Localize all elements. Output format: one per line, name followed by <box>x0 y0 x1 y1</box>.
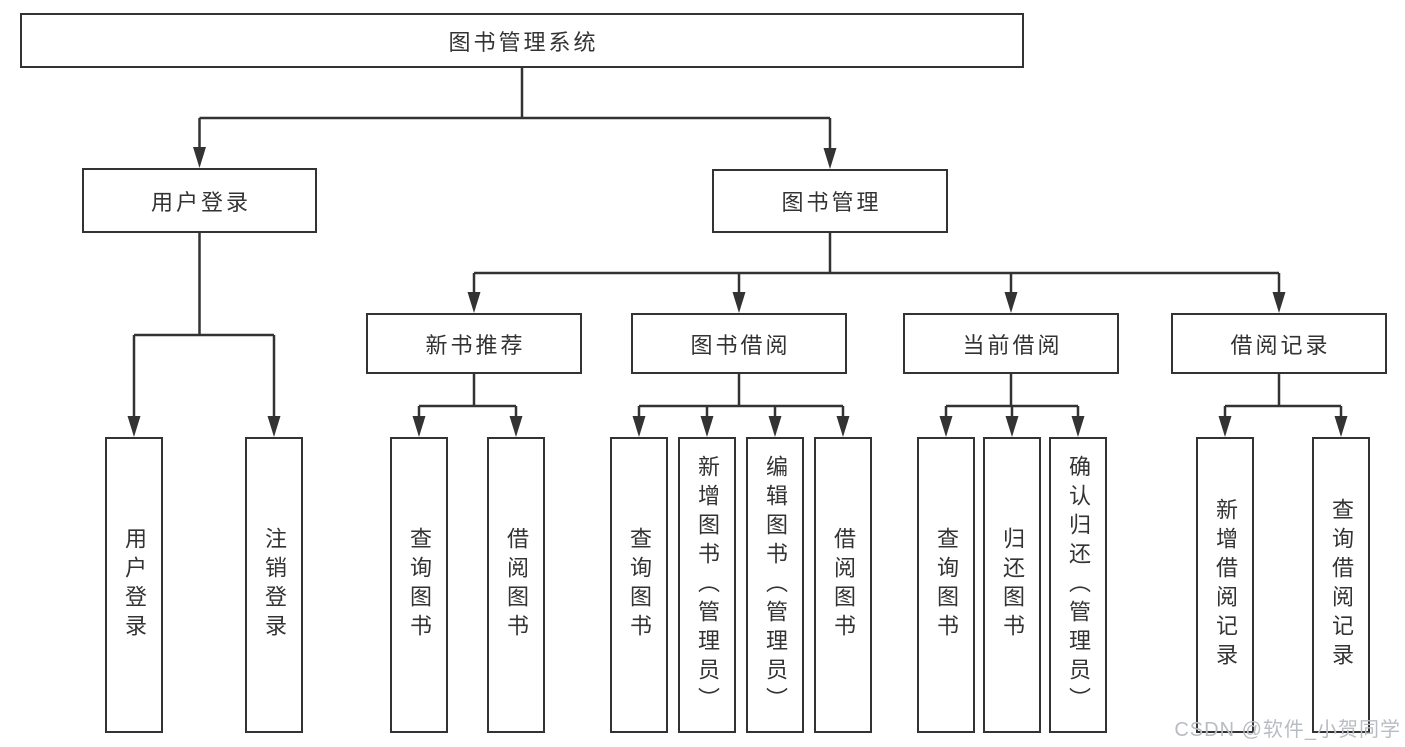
leaf-query-borrow-record: 查询借阅记录 <box>1312 437 1370 733</box>
arrow-down-icon <box>732 292 746 313</box>
arrow-down-icon <box>1004 292 1018 313</box>
node-root: 图书管理系统 <box>20 13 1024 68</box>
arrow-down-icon <box>193 147 206 168</box>
node-book-management: 图书管理 <box>712 169 948 233</box>
arrow-down-icon <box>836 416 850 437</box>
leaf-add-book-admin: 新增图书（管理员） <box>678 437 736 733</box>
leaf-borrow-books-borrow: 借阅图书 <box>814 437 872 733</box>
arrow-down-icon <box>1218 416 1232 437</box>
csdn-watermark: CSDN @软件_小贺同学 <box>1174 719 1401 741</box>
arrow-down-icon <box>127 416 141 437</box>
node-book-borrow: 图书借阅 <box>631 313 847 374</box>
leaf-user-login: 用户登录 <box>105 437 163 733</box>
arrowheads <box>127 147 1348 437</box>
leaf-query-books-recommend: 查询图书 <box>390 437 448 733</box>
leaf-edit-book-admin: 编辑图书（管理员） <box>746 437 804 733</box>
node-borrow-records: 借阅记录 <box>1171 313 1387 374</box>
leaf-return-book: 归还图书 <box>983 437 1041 733</box>
node-new-book-recommend: 新书推荐 <box>366 313 582 374</box>
edge-book-borrow-children <box>637 374 845 418</box>
edge-new-book-children <box>417 374 518 418</box>
leaf-add-borrow-record: 新增借阅记录 <box>1196 437 1254 733</box>
leaf-logout: 注销登录 <box>245 437 303 733</box>
node-current-borrow: 当前借阅 <box>903 313 1119 374</box>
arrow-down-icon <box>768 416 782 437</box>
leaf-confirm-return-admin: 确认归还（管理员） <box>1049 437 1107 733</box>
leaf-query-books-current: 查询图书 <box>917 437 975 733</box>
leaf-borrow-books-recommend: 借阅图书 <box>487 437 545 733</box>
leaf-query-books-borrow: 查询图书 <box>610 437 668 733</box>
edge-current-borrow-children <box>944 374 1080 418</box>
edge-book-mgmt-children <box>472 233 1281 294</box>
arrow-down-icon <box>509 416 523 437</box>
arrow-down-icon <box>467 292 481 313</box>
arrow-down-icon <box>1272 292 1286 313</box>
arrow-down-icon <box>632 416 646 437</box>
arrow-down-icon <box>1005 416 1019 437</box>
arrow-down-icon <box>412 416 426 437</box>
edge-borrow-records-children <box>1223 374 1343 418</box>
arrow-down-icon <box>939 416 953 437</box>
edge-root-to-level2 <box>198 68 832 150</box>
edge-user-login-children <box>132 233 276 418</box>
arrow-down-icon <box>823 148 837 169</box>
node-user-login: 用户登录 <box>82 168 317 233</box>
arrow-down-icon <box>1071 416 1085 437</box>
arrow-down-icon <box>267 416 281 437</box>
arrow-down-icon <box>700 416 714 437</box>
arrow-down-icon <box>1334 416 1348 437</box>
